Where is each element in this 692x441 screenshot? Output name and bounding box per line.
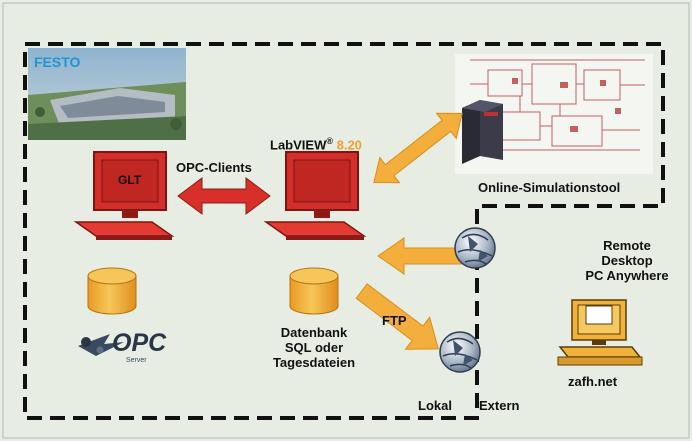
- local-zone-label: Lokal: [418, 398, 452, 413]
- opc-clients-label: OPC-Clients: [176, 160, 252, 175]
- local-database-cylinder-icon: [87, 267, 137, 315]
- remote-desktop-label: Remote Desktop PC Anywhere: [572, 238, 682, 283]
- festo-building-photo: [28, 48, 186, 140]
- labview-name: LabVIEW® 8.20: [270, 134, 362, 152]
- glt-terminal-icon: [73, 151, 175, 240]
- datenbank-line1: Datenbank: [280, 325, 348, 340]
- opc-double-arrow: [177, 177, 271, 215]
- remote-desktop-line3: PC Anywhere: [585, 268, 669, 283]
- glt-label: GLT: [118, 173, 142, 187]
- ftp-arrow: [355, 283, 439, 350]
- labview-registered-mark: ®: [326, 136, 333, 146]
- simulation-hardware-box: [462, 100, 503, 164]
- zafh-label: zafh.net: [568, 374, 618, 389]
- opc-logo-subtext: Server: [126, 357, 147, 364]
- ftp-globe-icon: [439, 331, 481, 373]
- labview-terminal-icon: [263, 151, 367, 240]
- remote-globe-icon: [454, 227, 496, 269]
- labview-name-text: LabVIEW: [270, 137, 327, 153]
- opc-logo-text: OPC: [112, 329, 167, 357]
- datenbank-line3: Tagesdateien: [272, 355, 356, 370]
- zafh-workstation-icon: [557, 299, 643, 366]
- sim-double-arrow: [373, 112, 463, 184]
- datenbank-cylinder-icon: [289, 267, 339, 315]
- datenbank-line2: SQL oder: [284, 340, 344, 355]
- simulation-label: Online-Simulationstool: [478, 180, 621, 195]
- remote-desktop-line2: Desktop: [601, 253, 653, 268]
- remote-desktop-line1: Remote: [603, 238, 651, 253]
- ftp-label: FTP: [382, 313, 407, 328]
- datenbank-label: Datenbank SQL oder Tagesdateien: [262, 325, 366, 370]
- festo-logo: FESTO: [34, 54, 81, 70]
- external-zone-label: Extern: [479, 398, 520, 413]
- opc-logo-icon: [78, 334, 124, 356]
- labview-version: 8.20: [332, 137, 362, 153]
